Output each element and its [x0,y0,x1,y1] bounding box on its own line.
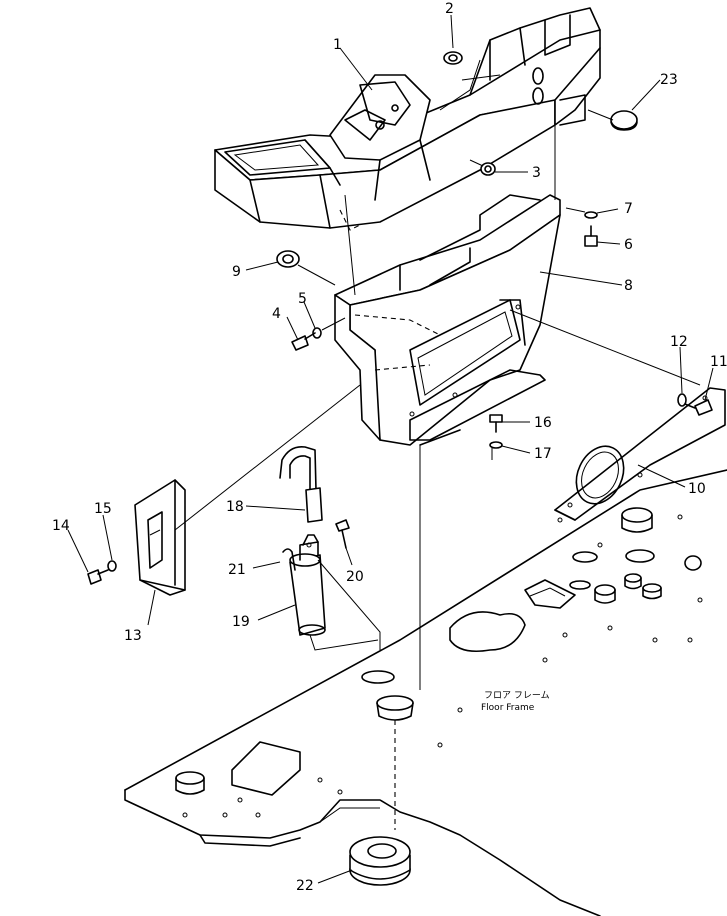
part-label: 14 [52,518,70,534]
floor-frame [124,469,727,916]
part-label: 9 [232,264,241,280]
part-label: 2 [445,1,454,17]
console-stand [334,194,561,446]
part-label: 21 [228,562,246,578]
part-label: 10 [688,481,706,497]
part-label: 11 [710,354,727,370]
part-label: 15 [94,501,112,517]
floor-frame-label-en: Floor Frame [481,703,535,713]
part-label: 13 [124,628,142,644]
console-upper [214,7,601,231]
part-label: 23 [660,72,678,88]
part-label: 12 [670,334,688,350]
part-label: 7 [624,201,633,217]
alignment-lines [174,74,701,830]
damper [289,534,326,636]
part-label: 5 [298,291,307,307]
part-label: 22 [296,878,314,894]
part-label: 6 [624,237,633,253]
part-label: 17 [534,446,552,462]
bracket [134,479,186,596]
part-label: 20 [346,569,364,585]
grommet-floor [376,695,414,721]
part-label: 1 [333,37,342,53]
part-label: 8 [624,278,633,294]
leader-lines [67,14,714,884]
part-label: 18 [226,499,244,515]
part-label: 4 [272,306,281,322]
floor-frame-label-jp: フロア フレーム [484,690,550,701]
ring-22 [349,836,411,886]
cover-plate [554,387,726,521]
part-label: 3 [532,165,541,181]
rod [279,445,323,523]
part-label: 16 [534,415,552,431]
part-label: 19 [232,614,250,630]
part-labels: 1 2 3 4 5 6 7 8 9 10 11 12 13 14 15 16 1… [52,1,727,894]
